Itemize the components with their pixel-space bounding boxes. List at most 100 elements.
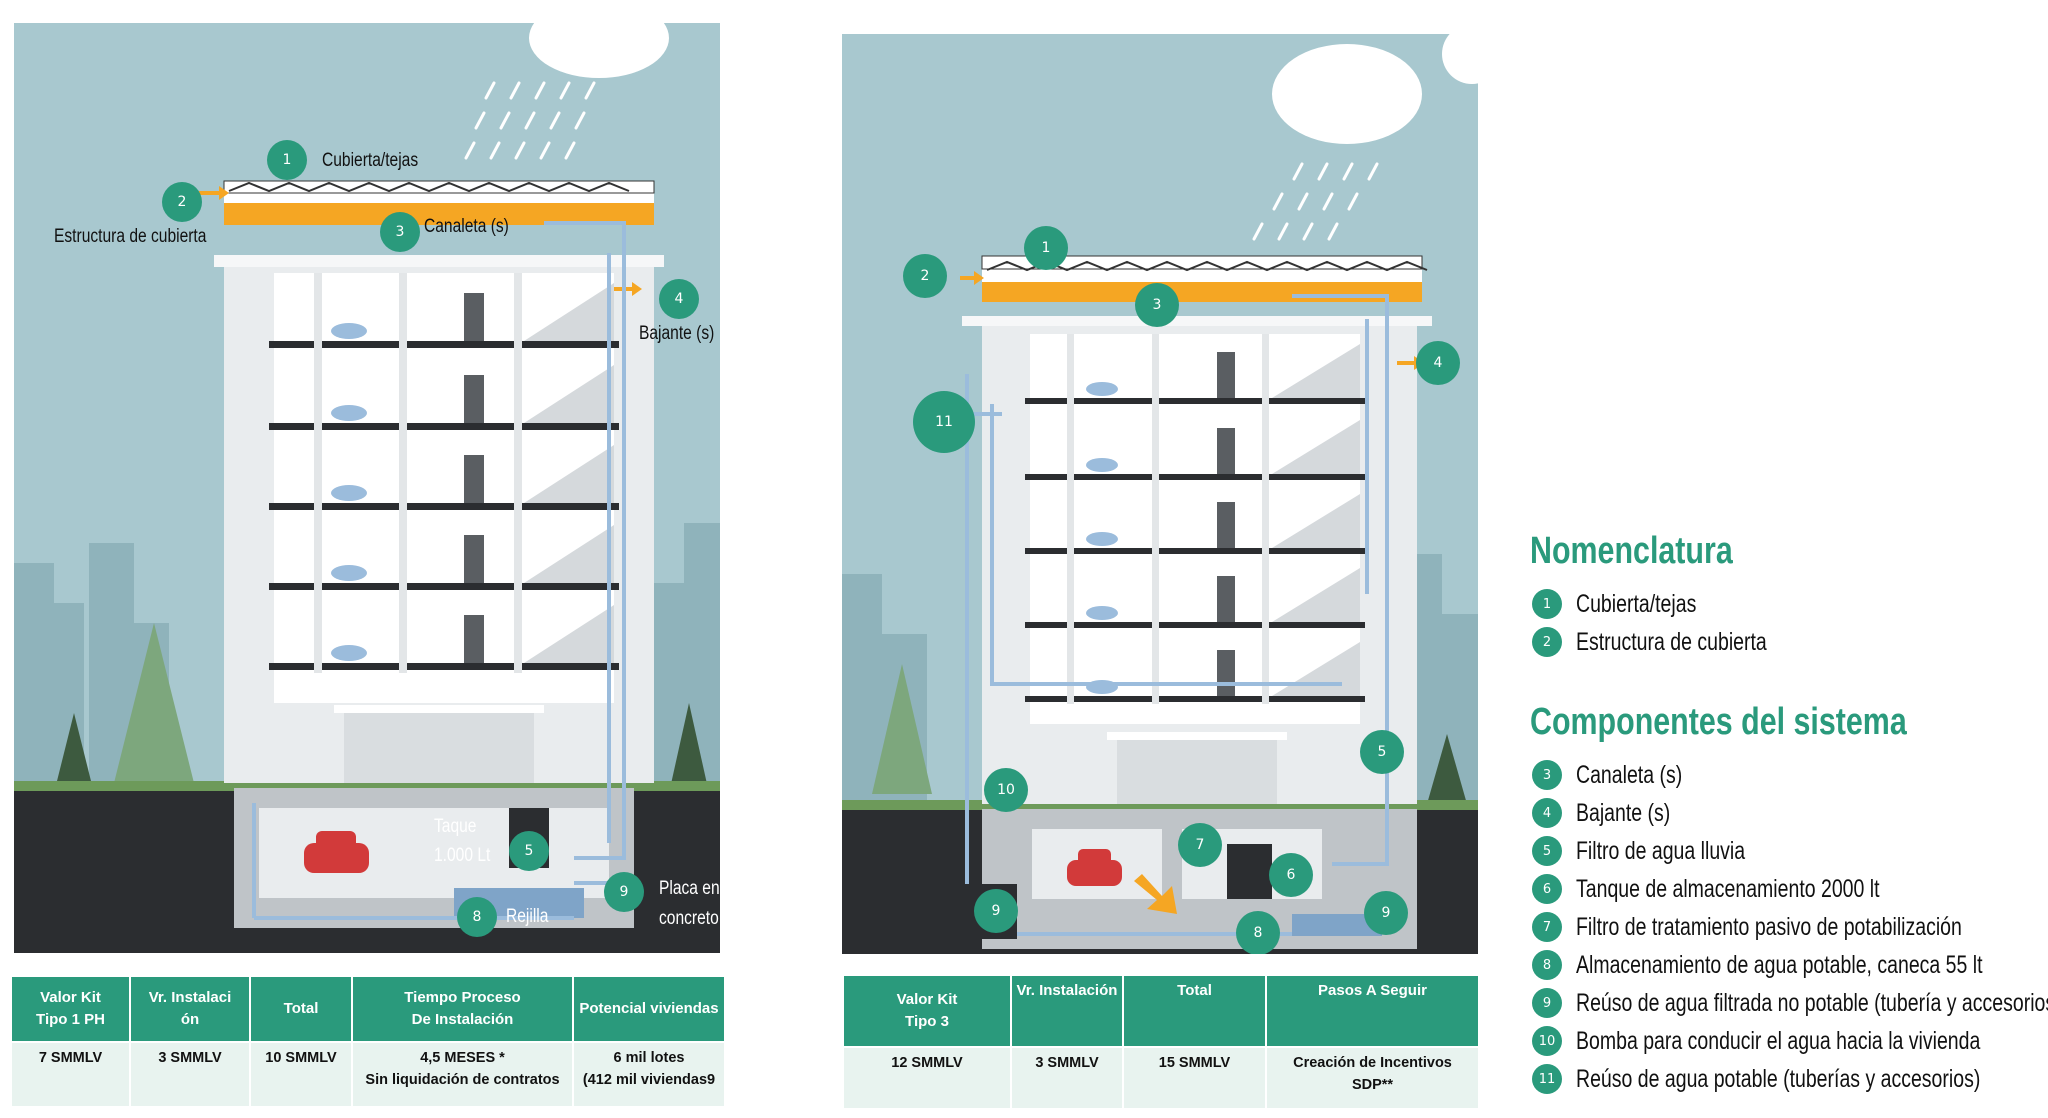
cell-tiempo: 4,5 MESES * Sin liquidación de contratos (351, 1041, 574, 1108)
table-row: 12 SMMLV 3 SMMLV 15 SMMLV Creación de In… (842, 1046, 1480, 1110)
cell-potencial-l1: 6 mil lotes (613, 1050, 685, 1066)
header-vr-instalacion-l1: Vr. Instalaci (148, 989, 232, 1007)
badge-2-right: 2 (903, 254, 947, 298)
header-total: Total (249, 975, 353, 1043)
cell-vr-instalacion-3: 3 SMMLV (1010, 1046, 1124, 1110)
legend-item: 8 Almacenamiento de agua potable, caneca … (1530, 946, 2048, 984)
cell-potencial-l2: (412 mil viviendas9 (582, 1072, 716, 1089)
legend-number-badge: 8 (1532, 950, 1562, 980)
legend-item: 5 Filtro de agua lluvia (1530, 832, 2048, 870)
legend-number-badge: 4 (1532, 798, 1562, 828)
badge-6-right: 6 (1269, 853, 1313, 897)
badge-10-right: 10 (984, 768, 1028, 812)
badge-9-left: 9 (604, 872, 644, 912)
header-valor-kit-3-l1: Valor Kit (896, 991, 958, 1009)
header-valor-kit-3-l2: Tipo 3 (905, 1013, 949, 1030)
label-estructura: Estructura de cubierta (54, 226, 207, 247)
componentes-list: 3 Canaleta (s) 4 Bajante (s) 5 Filtro de ag… (1530, 756, 2048, 1098)
legend-item: 10 Bomba para conducir el agua hacia la v… (1530, 1022, 2048, 1060)
nomenclatura-list: 1 Cubierta/tejas 2 Estructura de cubierta (1530, 585, 2048, 661)
legend-item-label: Bajante (s) (1576, 798, 1671, 827)
badge-9-right-tank: 9 (974, 889, 1018, 933)
right-building-illustration (842, 34, 1478, 954)
legend-number-badge: 1 (1532, 589, 1562, 619)
legend-item-label: Filtro de tratamiento pasivo de potabili… (1576, 912, 1962, 941)
cell-valor-kit: 7 SMMLV (10, 1041, 131, 1108)
badge-8-right: 8 (1236, 911, 1280, 954)
badge-8-left: 8 (457, 897, 497, 937)
legend-item: 9 Reúso de agua filtrada no potable (tube… (1530, 984, 2048, 1022)
cell-total: 10 SMMLV (249, 1041, 353, 1108)
badge-5-right: 5 (1360, 730, 1404, 774)
componentes-title: Componentes del sistema (1530, 701, 1907, 743)
header-valor-kit-l2: Tipo 1 PH (36, 1011, 105, 1028)
cell-vr-instalacion: 3 SMMLV (129, 1041, 251, 1108)
legend-item: 7 Filtro de tratamiento pasivo de potabil… (1530, 908, 2048, 946)
badge-4-right: 4 (1416, 341, 1460, 385)
table-row: 7 SMMLV 3 SMMLV 10 SMMLV 4,5 MESES * Sin … (10, 1041, 726, 1108)
legend-number-badge: 2 (1532, 627, 1562, 657)
nomenclatura-title: Nomenclatura (1530, 530, 1733, 572)
legend-item-label: Bomba para conducir el agua hacia la viv… (1576, 1026, 1981, 1055)
legend-number-badge: 10 (1532, 1026, 1562, 1056)
header-tiempo-l2: De Instalación (411, 1011, 514, 1028)
legend-number-badge: 9 (1532, 988, 1562, 1018)
header-valor-kit-l1: Valor Kit (40, 989, 101, 1007)
legend-item-label: Tanque de almacenamiento 2000 lt (1576, 874, 1880, 903)
right-building-diagram: 1 2 3 4 11 5 10 7 6 9 9 8 (842, 34, 1478, 954)
left-building-diagram: 1 2 3 4 5 8 9 Cubierta/tejas Estructura … (14, 23, 720, 953)
legend-item: 6 Tanque de almacenamiento 2000 lt (1530, 870, 2048, 908)
header-vr-instalacion-3: Vr. Instalación (1010, 974, 1124, 1048)
legend-item: 1 Cubierta/tejas (1530, 585, 2048, 623)
label-canaleta: Canaleta (s) (424, 216, 509, 237)
legend-item: 4 Bajante (s) (1530, 794, 2048, 832)
badge-9-right: 9 (1364, 891, 1408, 935)
badge-3-right: 3 (1135, 283, 1179, 327)
left-building-illustration (14, 23, 720, 953)
legend-item-label: Estructura de cubierta (1576, 627, 1767, 656)
badge-1-left: 1 (267, 140, 307, 180)
cell-valor-kit-3: 12 SMMLV (842, 1046, 1012, 1110)
badge-1-right: 1 (1024, 226, 1068, 270)
header-pasos: Pasos A Seguir (1265, 974, 1480, 1048)
legend-item-label: Cubierta/tejas (1576, 589, 1697, 618)
legend-item-label: Filtro de agua lluvia (1576, 836, 1746, 865)
badge-5-left: 5 (509, 831, 549, 871)
legend: Nomenclatura 1 Cubierta/tejas 2 Estructura… (1530, 530, 2048, 1098)
badge-7-right: 7 (1178, 823, 1222, 867)
header-total-3: Total (1122, 974, 1267, 1048)
cell-tiempo-l1: 4,5 MESES * (420, 1050, 505, 1066)
legend-number-badge: 3 (1532, 760, 1562, 790)
label-placa-concreto: concreto (659, 908, 719, 929)
label-rejilla: Rejilla (506, 906, 549, 927)
label-placa: Placa en (659, 878, 720, 899)
legend-item: 2 Estructura de cubierta (1530, 623, 2048, 661)
label-bajante: Bajante (s) (639, 323, 715, 344)
label-taque-capacity: 1.000 Lt (434, 845, 491, 866)
legend-item: 3 Canaleta (s) (1530, 756, 2048, 794)
cell-pasos-l2: SDP** (1351, 1077, 1394, 1094)
cell-total-3: 15 SMMLV (1122, 1046, 1267, 1110)
cell-pasos-l1: Creación de Incentivos (1293, 1055, 1452, 1071)
legend-item-label: Canaleta (s) (1576, 760, 1683, 789)
legend-item-label: Reúso de agua filtrada no potable (tuber… (1576, 988, 2048, 1017)
legend-number-badge: 7 (1532, 912, 1562, 942)
label-cubierta: Cubierta/tejas (322, 150, 419, 171)
badge-11-right: 11 (913, 391, 975, 453)
legend-number-badge: 5 (1532, 836, 1562, 866)
cell-tiempo-l2: Sin liquidación de contratos (365, 1072, 560, 1089)
legend-number-badge: 6 (1532, 874, 1562, 904)
legend-item-label: Almacenamiento de agua potable, caneca 5… (1576, 950, 1983, 979)
badge-2-left: 2 (162, 182, 202, 222)
badge-4-left: 4 (659, 279, 699, 319)
